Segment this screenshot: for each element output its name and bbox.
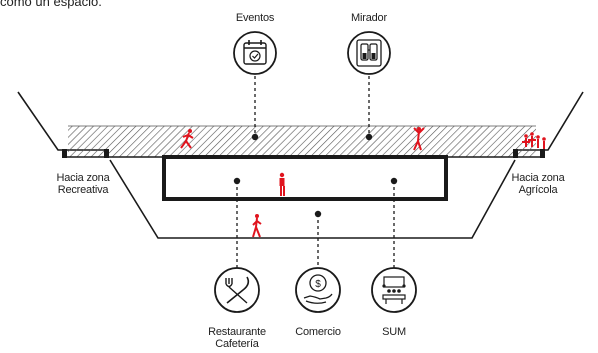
svg-text:$: $: [315, 279, 321, 290]
person-figure-standing: [279, 172, 285, 196]
intro-text: como un espacio.: [0, 0, 102, 9]
person-group-right: [522, 132, 546, 149]
label-right-line1: Hacia zona: [511, 172, 565, 184]
person-figure-cheering: [413, 127, 425, 151]
label-cafeteria: Cafetería: [215, 338, 259, 350]
edge-wall-left: [62, 149, 67, 158]
label-right-line2: Agrícola: [518, 184, 558, 196]
edge-wall-right-2: [540, 149, 545, 158]
label-mirador: Mirador: [351, 12, 387, 24]
fork-knife-icon: [214, 267, 260, 313]
label-sum: SUM: [382, 326, 406, 338]
underground-hall: [162, 155, 448, 201]
anchor-dot-restaurante: [233, 177, 241, 185]
binoculars-icon: [347, 31, 391, 75]
anchor-dot-mirador: [365, 133, 373, 141]
calendar-check-icon: [233, 31, 277, 75]
label-eventos: Eventos: [235, 12, 275, 24]
hand-coin-icon: $: [295, 267, 341, 313]
person-figure-runner-left: [180, 129, 194, 149]
edge-wall-left-2: [104, 149, 109, 158]
anchor-dot-eventos: [251, 133, 259, 141]
edge-wall-right: [513, 149, 518, 158]
excavation-basin: [109, 159, 516, 239]
meeting-table-icon: [371, 267, 417, 313]
label-restaurante: Restaurante: [208, 326, 266, 338]
label-comercio: Comercio: [295, 326, 341, 338]
anchor-dot-sum: [390, 177, 398, 185]
label-left-line2: Recreativa: [57, 184, 109, 196]
roof-plaza-slab: [68, 126, 536, 157]
label-left-line1: Hacia zona: [56, 172, 110, 184]
anchor-dot-comercio: [314, 210, 322, 218]
person-figure-walking: [252, 214, 262, 238]
